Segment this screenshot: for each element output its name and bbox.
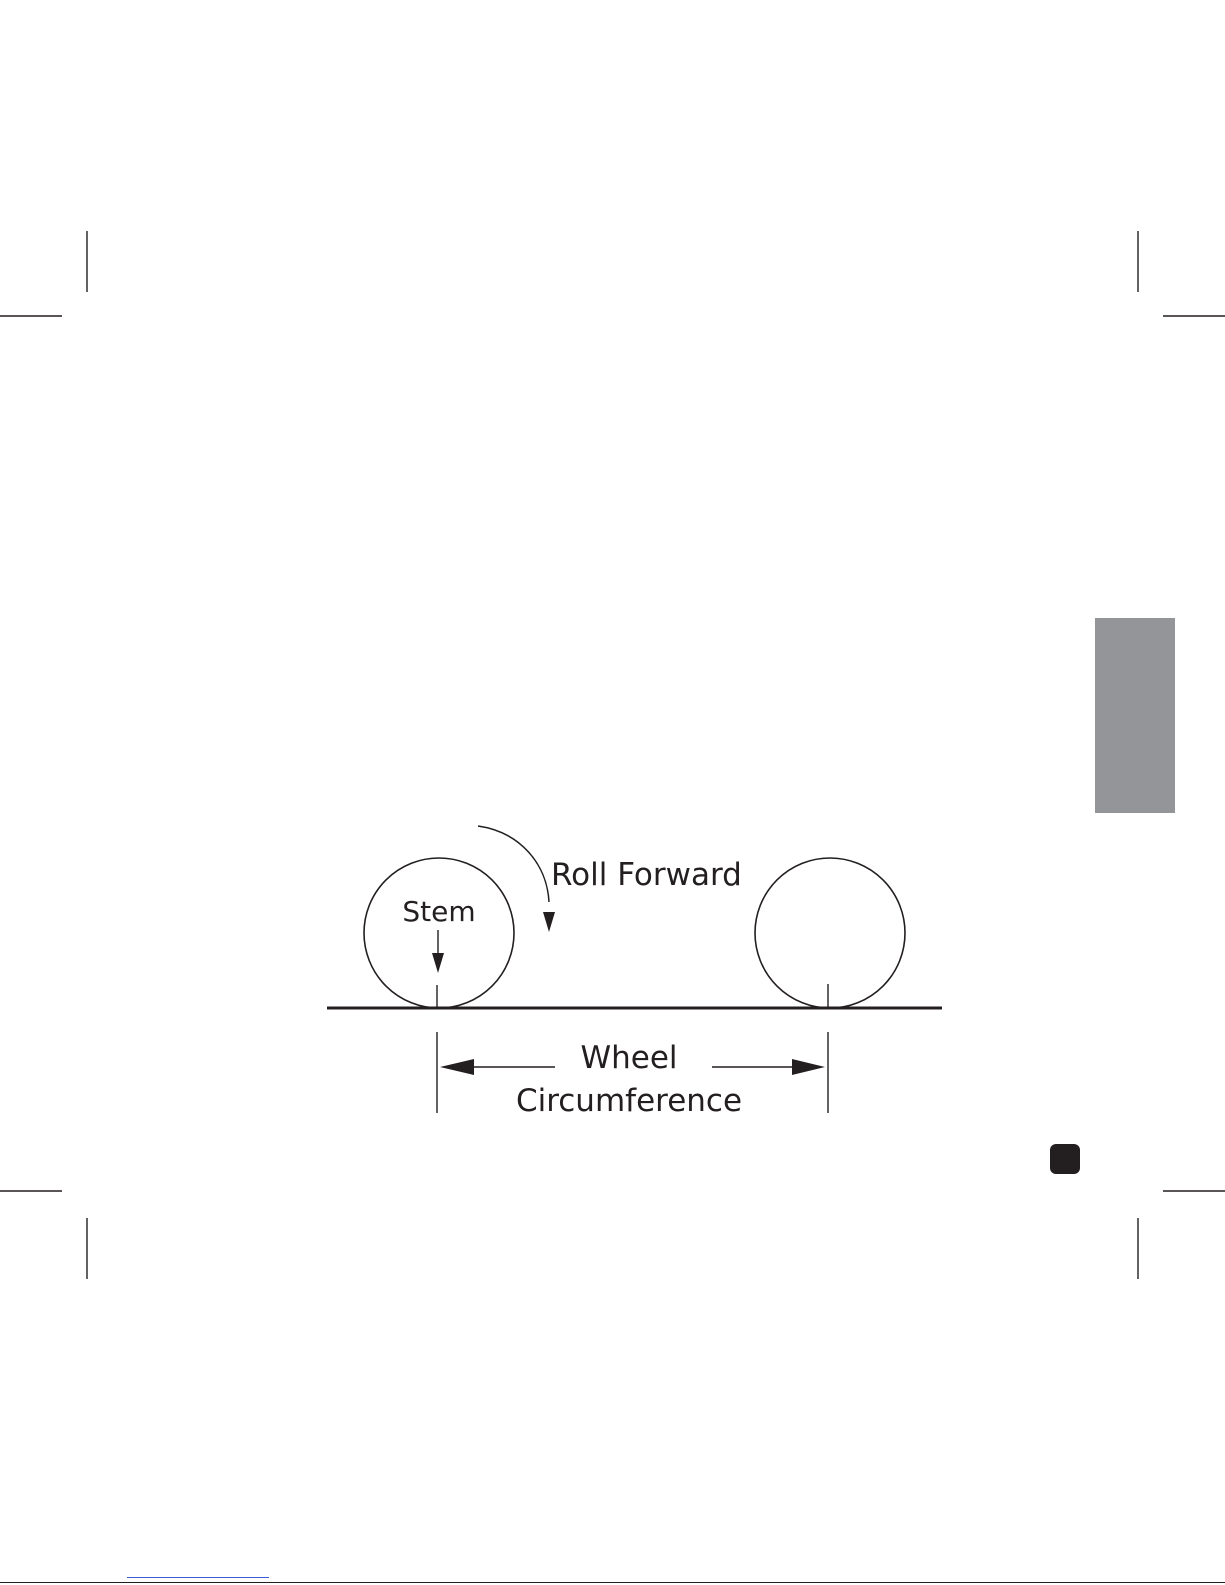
left-wheel-circle (364, 858, 514, 1008)
dimension-arrowhead-left (440, 1059, 474, 1075)
stem-label: Stem (402, 895, 475, 928)
bottom-link-underline (127, 1577, 269, 1578)
page-number-badge (1050, 1144, 1080, 1174)
wheel-label: Wheel (580, 1040, 677, 1076)
crop-marks (0, 231, 1225, 1279)
roll-forward-arrowhead (543, 912, 555, 932)
stem-arrowhead (432, 953, 444, 973)
right-wheel-circle (755, 858, 905, 1008)
section-tab (1095, 618, 1175, 813)
bottom-rule (0, 1582, 1225, 1583)
roll-forward-arrow (478, 826, 549, 902)
dimension-arrowhead-right (792, 1059, 825, 1075)
roll-forward-label: Roll Forward (551, 857, 742, 893)
circumference-label: Circumference (516, 1083, 742, 1119)
